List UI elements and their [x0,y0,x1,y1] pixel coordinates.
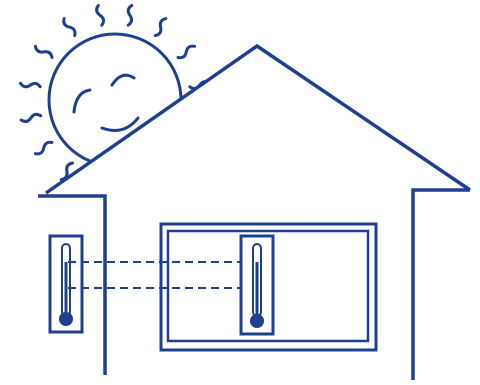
house-right-eave [413,190,470,380]
comparison-lines [68,262,258,288]
sun-ray [21,114,41,121]
house-left-eave [38,196,105,375]
sun-ray [178,46,195,58]
sun-ray [155,19,166,36]
sun-ray [64,19,75,36]
thermometer-inside [241,236,273,334]
sun-ray [21,83,41,87]
sun-ray [35,142,52,154]
sun-ray [97,6,104,26]
thermometer-outside [50,236,82,332]
sun-ray [128,6,132,26]
thermometer-icon [60,244,72,325]
sun-ray [35,46,52,57]
